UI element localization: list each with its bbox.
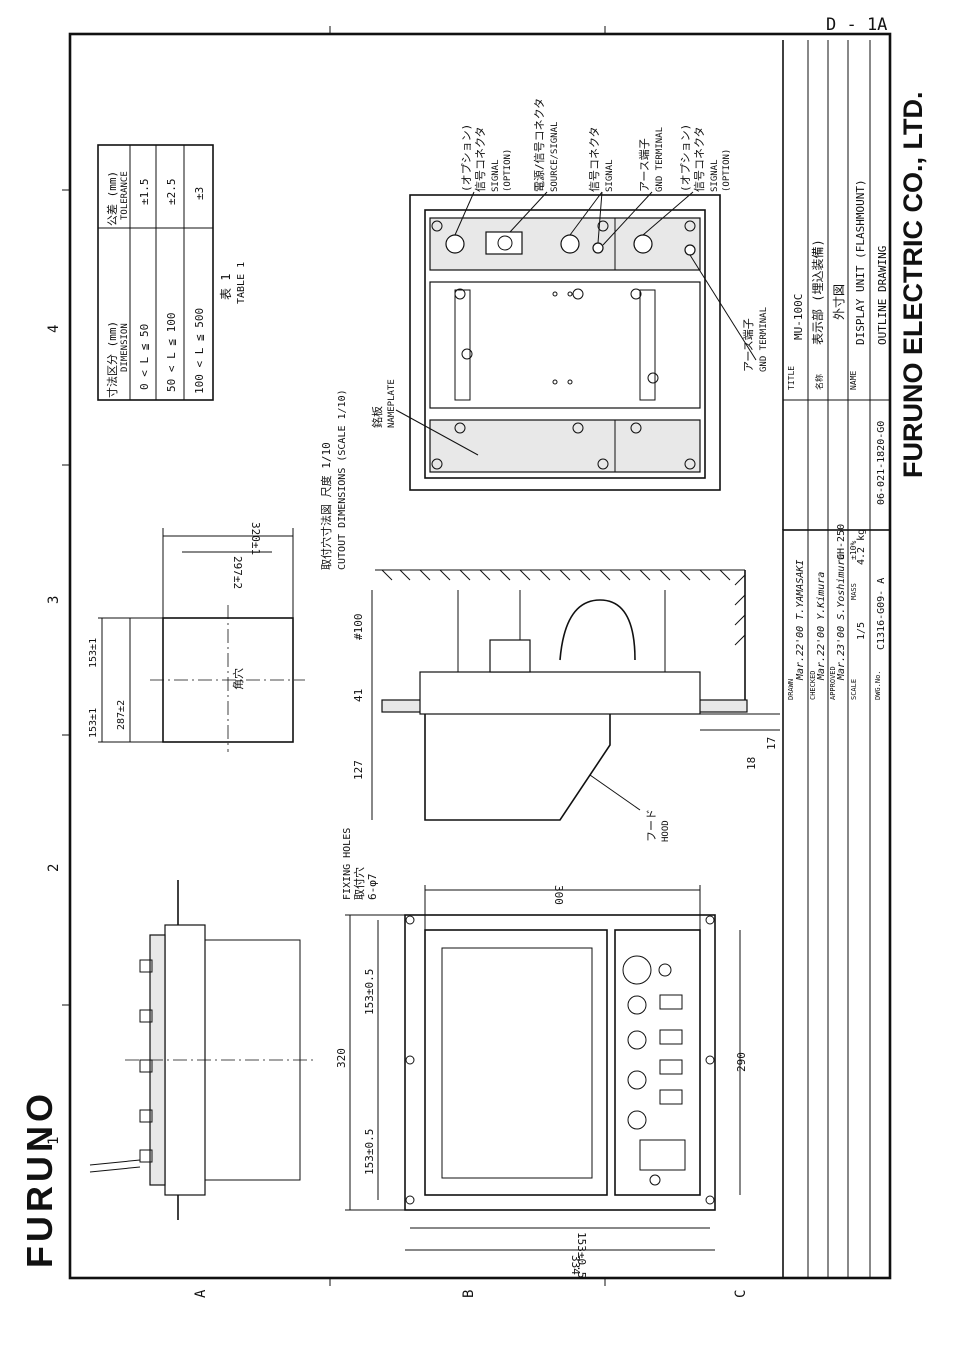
tb-mass-tol: ±10% xyxy=(849,541,858,560)
tol-caption-jp: 表 1 xyxy=(219,274,233,300)
grid-row-a: A xyxy=(193,1289,209,1298)
tb-name-en: DISPLAY UNIT (FLASHMOUNT) xyxy=(854,179,867,345)
tb-mass-label: MASS xyxy=(850,583,858,600)
tol-header-dim-jp: 寸法区分 (mm) xyxy=(105,321,119,398)
label-signal-opt1-jp: (オプション) xyxy=(460,124,473,192)
tb-dwg-no: C1316-G09- A xyxy=(876,578,887,650)
furuno-brand-logo: FURUNO xyxy=(19,1090,60,1268)
tolerance-table: 寸法区分 (mm) DIMENSION 公差 (mm) TOLERANCE 0 … xyxy=(97,144,247,401)
dim-side-18: 18 xyxy=(745,757,758,770)
tb-name-en2: OUTLINE DRAWING xyxy=(876,246,889,345)
cutout-hole-label: 角穴 xyxy=(231,668,245,690)
sheet-id: D - 1A xyxy=(826,15,887,35)
tb-name-jp2: 外寸図 xyxy=(832,284,846,320)
label-gnd2-en: GND TERMINAL xyxy=(759,307,769,372)
label-fixing-spec: 6-φ7 xyxy=(366,874,379,901)
tol-header-tol-jp: 公差 (mm) xyxy=(105,171,119,226)
label-gnd-jp: アース端子 xyxy=(638,138,651,192)
label-gnd2-jp: アース端子 xyxy=(742,318,755,372)
dim-side-41: 41 xyxy=(352,689,365,702)
tol-row3-tol: ±3 xyxy=(193,187,206,200)
tb-dwg-label: DWG.No. xyxy=(874,670,882,700)
side-profile-view xyxy=(89,880,315,1220)
label-signal-opt2-jp2: 信号コネクタ xyxy=(693,126,706,192)
tb-title-label: TITLE xyxy=(787,366,796,390)
grid-col-2: 2 xyxy=(46,864,62,872)
tb-name-label: NAME xyxy=(849,371,858,390)
label-signal-opt2-en: SIGNAL xyxy=(710,159,720,192)
tol-row3-range: 100 < L ≦ 500 xyxy=(193,308,206,394)
side-view: #100 41 127 18 17 フード HOOD xyxy=(352,569,780,842)
dim-front-153c: 153±0.5 xyxy=(575,1232,588,1278)
label-signal-en: SIGNAL xyxy=(605,159,615,192)
grid-ticks xyxy=(62,26,606,1286)
rear-view: (オプション) 信号コネクタ SIGNAL (OPTION) 電源/信号コネクタ… xyxy=(370,98,769,491)
title-block: TITLE MU-100C 名称 表示部 (埋込装備) 外寸図 NAME DIS… xyxy=(782,40,891,1279)
dim-side-127: 127 xyxy=(352,760,365,780)
tb-approved-sig: Mar.23'00 S.Yoshimura xyxy=(836,554,847,681)
grid-col-3: 3 xyxy=(46,596,62,604)
cutout-dim-297: 297±2 xyxy=(231,556,244,589)
tb-name-jp-label: 名称 xyxy=(814,374,824,390)
label-source-en: SOURCE/SIGNAL xyxy=(550,122,560,192)
tol-row2-tol: ±2.5 xyxy=(165,179,178,206)
tol-row1-range: 0 < L ≦ 50 xyxy=(138,324,151,390)
tb-checked-sig: Mar.22'00 Y.Kimura xyxy=(816,572,827,681)
cutout-drawing: 角穴 320±1 297±2 153±1 153±1 287±2 取付穴寸法図 … xyxy=(88,389,348,752)
company-name: FURUNO ELECTRIC CO., LTD. xyxy=(898,92,928,478)
tb-drawn-sig: Mar.22'00 T.YAMASAKI xyxy=(795,560,806,681)
label-nameplate-en: NAMEPLATE xyxy=(387,379,397,428)
dim-front-290: 290 xyxy=(735,1052,748,1072)
tb-name-jp: 表示部 (埋込装備) xyxy=(810,239,825,345)
tb-drawn-label: DRAWN xyxy=(787,679,795,700)
label-fixing-jp: 取付穴 xyxy=(352,867,366,900)
label-signal-opt2-jp: (オプション) xyxy=(679,124,692,192)
tb-scale-label: SCALE xyxy=(850,679,858,700)
label-signal-opt2-en2: (OPTION) xyxy=(722,149,732,192)
cutout-label-en: CUTOUT DIMENSIONS (SCALE 1/10) xyxy=(337,389,348,570)
label-signal-jp: 信号コネクタ xyxy=(588,126,601,192)
grid-row-c: C xyxy=(733,1290,749,1298)
label-signal-opt1-en2: (OPTION) xyxy=(503,149,513,192)
tb-title: MU-100C xyxy=(792,294,805,340)
tb-ref-no: 06-021-1820-G0 xyxy=(876,421,887,505)
cutout-dim-153b: 153±1 xyxy=(88,708,99,738)
tb-mass: 4.2 kg xyxy=(856,529,867,565)
cutout-dim-153a: 153±1 xyxy=(88,638,99,668)
dim-front-153a: 153±0.5 xyxy=(363,969,376,1015)
label-source-jp: 電源/信号コネクタ xyxy=(532,98,546,192)
label-hood-jp: フード xyxy=(645,809,658,842)
label-nameplate-jp: 銘板 xyxy=(370,406,384,428)
grid-col-4: 4 xyxy=(46,325,62,333)
tb-checked-label: CHECKED xyxy=(809,670,817,700)
label-hood-en: HOOD xyxy=(661,820,671,842)
dim-front-334: 334 xyxy=(569,1255,582,1275)
cutout-dim-287: 287±2 xyxy=(116,700,127,730)
tol-row1-tol: ±1.5 xyxy=(138,179,151,206)
label-fixing-en: FIXING HOLES xyxy=(342,828,353,900)
tb-model-ref: CH-250 xyxy=(836,524,847,560)
label-signal-opt1-jp2: 信号コネクタ xyxy=(474,126,487,192)
dim-side-17: 17 xyxy=(765,737,778,750)
grid-col-1: 1 xyxy=(46,1137,62,1145)
dim-front-320: 320 xyxy=(335,1048,348,1068)
tol-caption-en: TABLE 1 xyxy=(236,262,247,304)
dim-side-100: #100 xyxy=(352,614,365,641)
dim-front-300: 300 xyxy=(552,885,565,905)
grid-row-b: B xyxy=(461,1290,477,1298)
tol-header-dim-en: DIMENSION xyxy=(120,323,130,372)
tb-scale: 1/5 xyxy=(856,622,867,640)
dim-front-153b: 153±0.5 xyxy=(363,1129,376,1175)
tb-approved-label: APPROVED xyxy=(829,666,837,700)
label-signal-opt1-en: SIGNAL xyxy=(491,159,501,192)
cutout-dim-320: 320±1 xyxy=(249,522,262,555)
tol-header-tol-en: TOLERANCE xyxy=(120,171,130,220)
tol-row2-range: 50 < L ≦ 100 xyxy=(165,313,178,392)
label-gnd-en: GND TERMINAL xyxy=(655,127,665,192)
front-view: 300 320 153±0.5 153±0.5 290 153±0.5 334 … xyxy=(335,828,748,1279)
cutout-label-jp: 取付穴寸法図 尺度 1/10 xyxy=(319,442,333,570)
